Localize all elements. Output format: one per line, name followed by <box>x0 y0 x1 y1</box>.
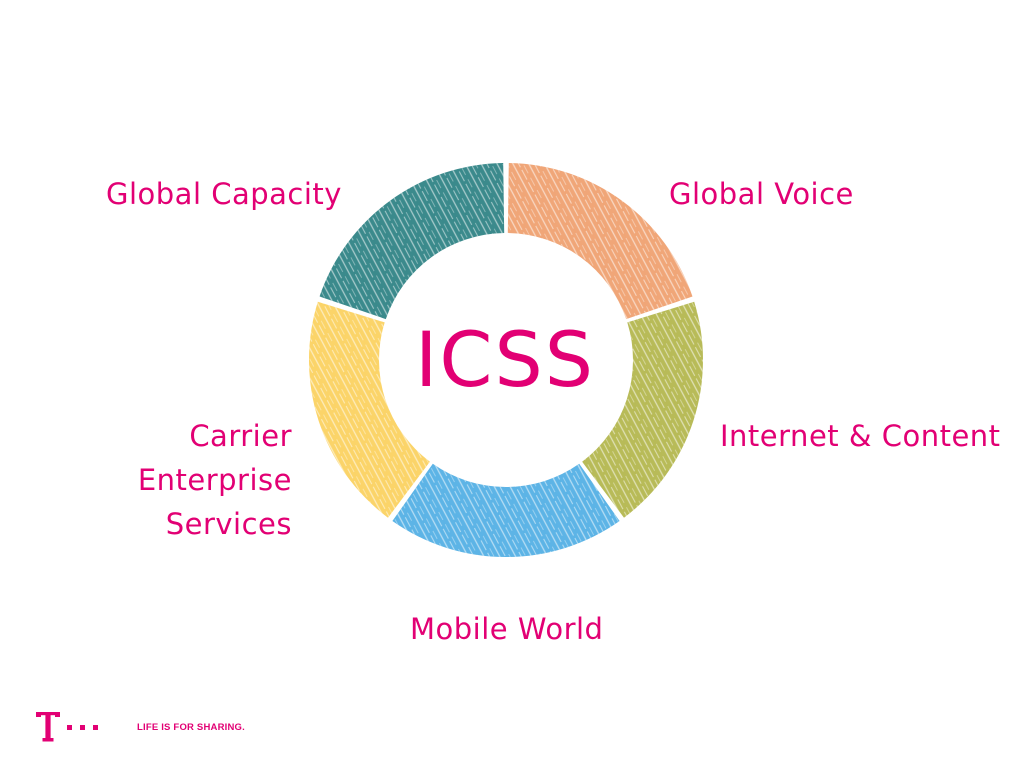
label-internet-content: Internet & Content <box>720 419 1001 453</box>
ring-segment-texture-global-capacity <box>319 163 505 320</box>
ring-segment-texture-mobile-world <box>392 463 620 558</box>
telekom-t-logo-icon <box>36 712 98 742</box>
center-title: ICSS <box>415 315 595 404</box>
ring-segment-texture-global-voice <box>507 163 693 320</box>
ring-segments <box>308 163 704 558</box>
label-carrier-enterprise-services: Carrier Enterprise Services <box>137 419 292 541</box>
label-global-capacity: Global Capacity <box>106 177 342 211</box>
ring-segment-texture-internet-content <box>582 301 704 518</box>
brand-tagline: LIFE IS FOR SHARING. <box>137 722 245 733</box>
label-global-voice: Global Voice <box>669 177 854 211</box>
ring-segment-texture-carrier-enterprise <box>308 301 430 518</box>
label-mobile-world: Mobile World <box>410 612 604 646</box>
